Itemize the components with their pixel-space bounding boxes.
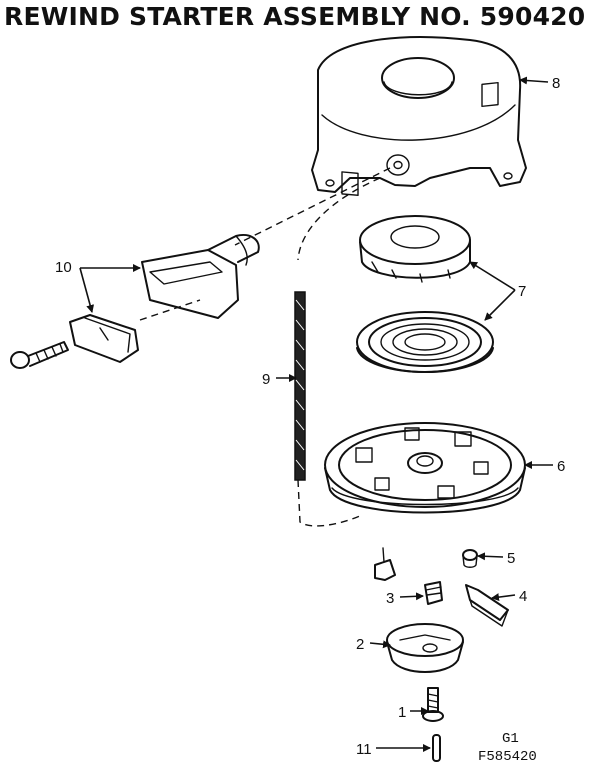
diagram-title: REWIND STARTER ASSEMBLY NO. 590420 [4,2,586,31]
rewind-spring [356,311,494,373]
figure-code-line1: G1 [502,731,519,747]
figure-code-line2: F585420 [478,749,537,765]
callout-label-1: 1 [398,704,406,721]
callout-label-10: 10 [55,259,72,276]
rope-path-line [139,299,201,321]
pulley-bushing [374,547,396,581]
starter-housing [311,36,527,197]
starter-rope [294,291,306,481]
callout-label-2: 2 [356,636,364,653]
rope-path-line [297,479,363,527]
callout-label-5: 5 [507,550,515,567]
callout-label-7: 7 [518,283,526,300]
starter-cup [386,623,464,673]
center-screw [422,687,444,722]
callout-label-4: 4 [519,588,527,605]
rope-pulley [324,422,526,514]
starter-pawl [465,584,509,627]
spring-cover [359,215,471,283]
pin [432,734,441,762]
callout-label-11: 11 [356,741,372,758]
callout-label-9: 9 [262,371,270,388]
rope-path-line [297,177,381,261]
starter-handle [141,234,260,319]
callout-label-8: 8 [552,75,560,92]
callout-label-3: 3 [386,590,394,607]
pawl-spring [424,581,443,605]
rope-path-line [234,167,391,246]
retainer-spring [462,549,478,568]
handle-screw [10,341,69,369]
callout-label-6: 6 [557,458,565,475]
handle-insert [69,314,139,363]
